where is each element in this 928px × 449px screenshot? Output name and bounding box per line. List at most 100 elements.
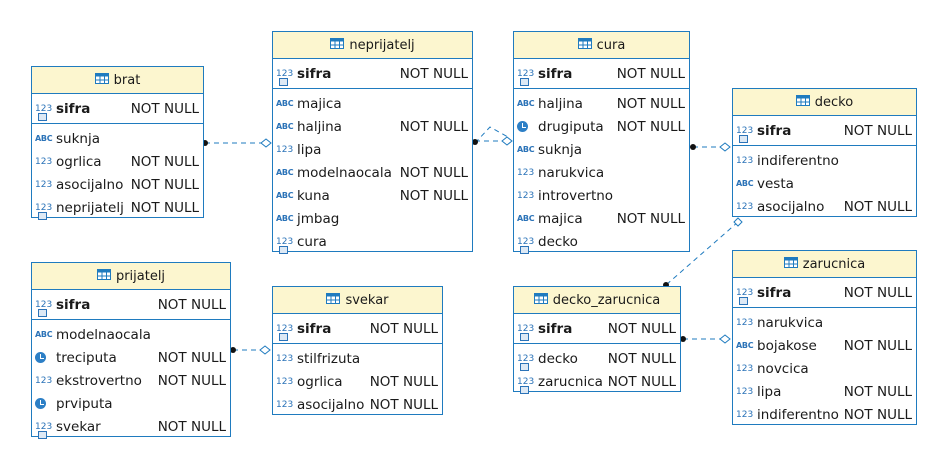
entity-header[interactable]: neprijatelj (273, 32, 472, 59)
column-name: ogrlica (56, 153, 102, 170)
entity-header[interactable]: cura (514, 32, 689, 59)
key-number-type-icon: 123 (35, 103, 53, 121)
text-type-icon: ABC (517, 145, 535, 154)
link-end-diamond (733, 217, 743, 227)
number-type-icon: 123 (736, 363, 754, 374)
not-null-label: NOT NULL (399, 118, 468, 135)
link-neprijatelj-cura-2[interactable] (474, 126, 509, 144)
link-end-diamond (719, 334, 731, 344)
column-name: haljina (297, 118, 342, 135)
key-number-type-icon: 123 (517, 323, 535, 341)
column-name: zarucnica (538, 373, 603, 390)
entity-header[interactable]: decko (733, 89, 916, 116)
entity-title: decko_zarucnica (552, 292, 661, 308)
entity-header[interactable]: brat (32, 67, 203, 94)
entity-title: brat (113, 72, 141, 88)
column-name: sifra (757, 284, 792, 301)
entity-header[interactable]: decko_zarucnica (514, 287, 680, 314)
text-type-icon: ABC (35, 330, 53, 339)
link-decko-decko-zarucnica[interactable] (665, 221, 739, 286)
column-name: indiferentno (757, 152, 839, 169)
not-null-label: NOT NULL (157, 372, 226, 389)
column-name: jmbag (297, 210, 340, 227)
not-null-label: NOT NULL (369, 396, 438, 413)
number-type-icon: 123 (517, 167, 535, 178)
entity-header[interactable]: zarucnica (733, 251, 916, 278)
number-type-icon: 123 (276, 353, 294, 364)
column-name: ekstrovertno (56, 372, 142, 389)
table-icon (96, 268, 116, 284)
column-name: neprijatelj (56, 199, 124, 216)
not-null-label: NOT NULL (130, 199, 199, 216)
column-name: suknja (538, 141, 582, 158)
column-name: introvertno (538, 187, 614, 204)
table-icon (326, 292, 345, 308)
column-name: sifra (56, 100, 91, 117)
entity-header[interactable]: prijatelj (32, 263, 230, 290)
not-null-label: NOT NULL (369, 373, 438, 390)
column-name: asocijalno (297, 396, 365, 413)
key-number-type-icon: 123 (517, 376, 535, 394)
entity-header[interactable]: svekar (273, 287, 442, 314)
key-number-type-icon: 123 (276, 236, 294, 254)
column-name: cura (297, 233, 327, 250)
column-row[interactable]: prviputa (32, 392, 230, 415)
